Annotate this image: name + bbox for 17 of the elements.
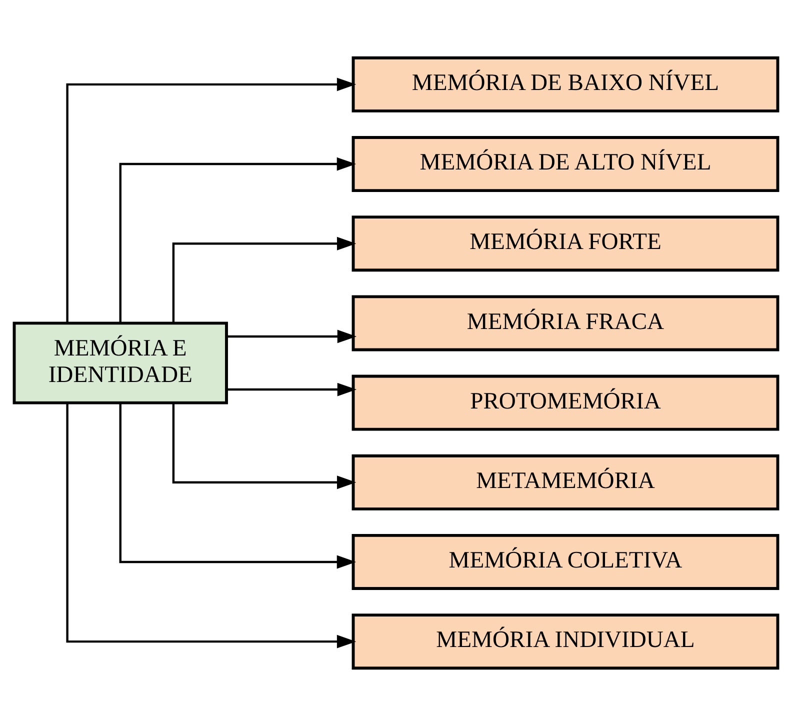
node-box: MEMÓRIA E IDENTIDADE (12, 321, 228, 404)
node-box: MEMÓRIA COLETIVA (352, 533, 780, 590)
node-box: METAMEMÓRIA (352, 454, 780, 510)
arrow (227, 382, 357, 396)
node-box: MEMÓRIA FRACA (352, 294, 780, 351)
arrow (119, 156, 356, 322)
node-box: PROTOMEMÓRIA (352, 374, 780, 430)
node-box: MEMÓRIA FORTE (352, 215, 780, 272)
arrow (172, 402, 356, 489)
arrow (119, 402, 356, 568)
node-box: MEMÓRIA DE BAIXO NÍVEL (352, 56, 780, 112)
arrow (172, 236, 356, 322)
node-box: MEMÓRIA DE ALTO NÍVEL (352, 136, 780, 192)
arrow (66, 402, 356, 648)
arrow (227, 329, 357, 343)
arrow (66, 77, 356, 323)
node-box: MEMÓRIA INDIVIDUAL (352, 613, 780, 670)
